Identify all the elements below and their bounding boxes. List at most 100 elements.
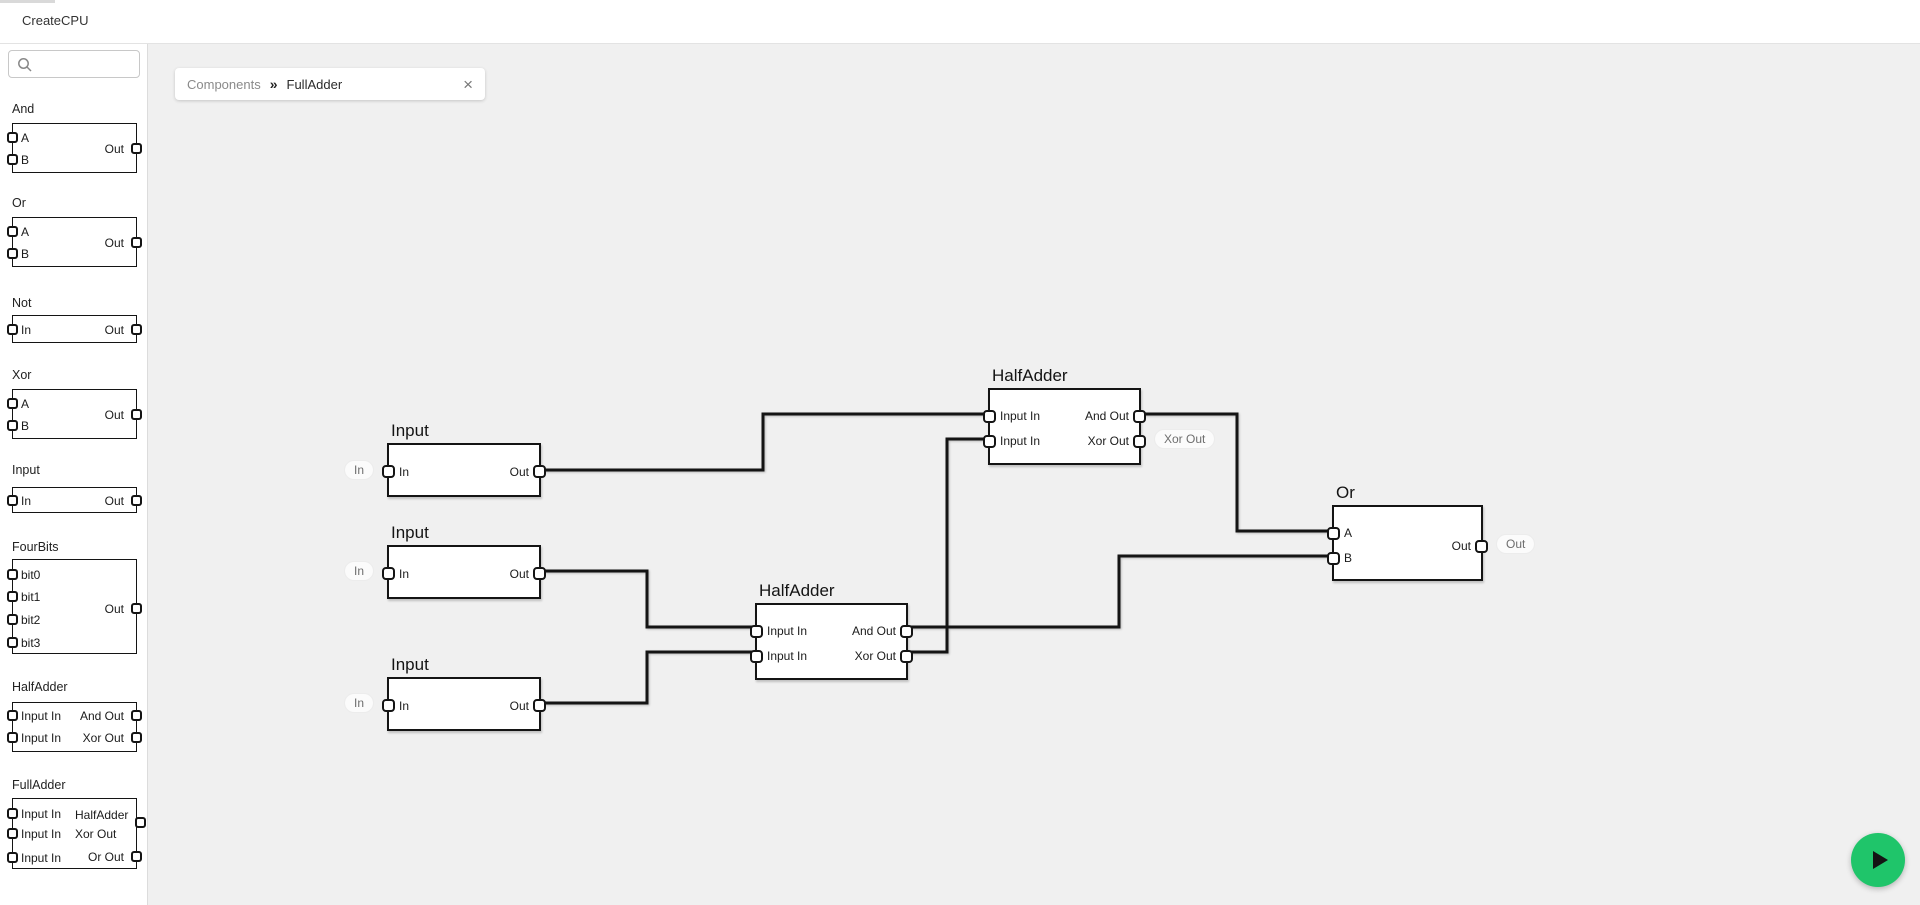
wire-input3-to-halfadder-bottom[interactable] [541,650,755,705]
circuit-canvas[interactable]: Components » FullAdder × In In In Xor Ou… [148,44,1920,905]
port-label: In [399,567,410,581]
block-title: Input [391,655,429,674]
port-and-out-icon[interactable] [1133,410,1146,423]
search-box[interactable] [8,50,140,78]
port-a-icon[interactable] [7,226,18,237]
port-label: And Out [851,624,896,638]
port-label: Or Out [87,850,124,864]
port-a-icon[interactable] [7,132,18,143]
port-label: Input In [1000,434,1041,448]
port-input-in-icon[interactable] [7,828,18,839]
sidebar-item-or-title: Or [12,196,26,210]
port-out-icon[interactable] [533,699,546,712]
port-label: B [21,247,30,261]
canvas-block-halfadder-bottom[interactable]: HalfAdder Input In Input In And Out Xor … [750,581,913,680]
port-b-icon[interactable] [7,154,18,165]
port-label: B [21,153,30,167]
port-input-in-icon[interactable] [7,732,18,743]
port-label: Xor Out [82,731,124,745]
port-input-in-icon[interactable] [750,650,763,663]
port-in-icon[interactable] [382,699,395,712]
sidebar-item-input[interactable]: In Out [7,487,142,513]
port-and-out-icon[interactable] [131,710,142,721]
sidebar-item-or[interactable]: A B Out [7,217,142,267]
port-label-halfadder-xor-out: HalfAdder Xor Out [75,808,129,841]
wire-xorout-to-halfadder-top[interactable] [908,437,988,654]
block-title: Input [391,523,429,542]
sidebar-item-input-title: Input [12,463,40,477]
sidebar-item-halfadder-title: HalfAdder [12,680,68,694]
port-input-in-icon[interactable] [750,625,763,638]
port-label: And Out [79,709,124,723]
run-button[interactable] [1851,833,1905,887]
tab-fulladder[interactable]: Components » FullAdder × [175,68,485,100]
port-out-icon[interactable] [131,237,142,248]
wire-andout-to-or-b[interactable] [908,554,1332,629]
port-or-out-icon[interactable] [131,851,142,862]
port-label: Input In [767,624,808,638]
canvas-block-or[interactable]: Or A B Out [1327,483,1488,581]
port-b-icon[interactable] [7,420,18,431]
port-label: Out [104,494,124,508]
port-bit1-icon[interactable] [7,591,18,602]
canvas-block-halfadder-top[interactable]: HalfAdder Input In Input In And Out Xor … [983,366,1146,465]
port-out-icon[interactable] [131,324,142,335]
canvas-block-input-1[interactable]: Input In Out [382,421,546,497]
wire-input1-to-halfadder-top[interactable] [541,412,988,472]
wire-input2-to-halfadder-bottom[interactable] [541,569,755,629]
external-pin-in: In [345,461,374,479]
block-title: Input [391,421,429,440]
port-input-in-icon[interactable] [7,852,18,863]
breadcrumb-components[interactable]: Components [187,76,261,92]
port-b-icon[interactable] [7,248,18,259]
canvas-block-input-2[interactable]: Input In Out [382,523,546,599]
port-in-icon[interactable] [382,567,395,580]
sidebar-item-and[interactable]: A B Out [7,123,142,173]
port-out-icon[interactable] [131,603,142,614]
sidebar-item-halfadder[interactable]: Input In Input In And Out Xor Out [7,702,142,752]
port-label: Out [104,142,124,156]
port-out-icon[interactable] [533,465,546,478]
close-icon[interactable]: × [463,74,473,94]
port-xor-out-icon[interactable] [131,732,142,743]
sidebar-item-not[interactable]: In Out [7,315,142,343]
port-label: Input In [21,731,62,745]
sidebar-item-fulladder[interactable]: Input In Input In Input In HalfAdder Xor… [7,798,146,869]
port-input-in-icon[interactable] [7,710,18,721]
port-bit0-icon[interactable] [7,569,18,580]
canvas-block-input-3[interactable]: Input In Out [382,655,546,731]
port-out-icon[interactable] [131,495,142,506]
port-b-icon[interactable] [1327,552,1340,565]
port-xor-out-icon[interactable] [900,650,913,663]
port-and-out-icon[interactable] [900,625,913,638]
port-input-in-icon[interactable] [983,435,996,448]
port-out-icon[interactable] [1475,540,1488,553]
sidebar-item-fourbits[interactable]: bit0 bit1 bit2 bit3 Out [7,559,142,654]
port-a-icon[interactable] [7,398,18,409]
port-out-icon[interactable] [131,409,142,420]
port-out-icon[interactable] [533,567,546,580]
port-input-in-icon[interactable] [983,410,996,423]
port-label: bit3 [21,636,41,650]
sidebar-item-xor[interactable]: A B Out [7,389,142,439]
port-in-icon[interactable] [382,465,395,478]
port-bit3-icon[interactable] [7,637,18,648]
port-label: In [21,494,32,508]
sidebar-item-xor-title: Xor [12,368,32,382]
port-a-icon[interactable] [1327,527,1340,540]
port-input-in-icon[interactable] [7,808,18,819]
port-label: Out [509,699,529,713]
search-input[interactable] [35,52,135,76]
port-label: A [21,397,30,411]
sidebar-item-and-title: And [12,102,35,116]
top-bar: CreateCPU [0,0,1920,44]
port-label: Input In [21,827,62,841]
port-label: And Out [1084,409,1129,423]
port-in-icon[interactable] [7,495,18,506]
port-out-icon[interactable] [131,143,142,154]
port-xor-out-icon[interactable] [1133,435,1146,448]
port-bit2-icon[interactable] [7,614,18,625]
port-label: In [399,465,410,479]
port-in-icon[interactable] [7,324,18,335]
port-halfadder-xor-out-icon[interactable] [135,817,146,828]
